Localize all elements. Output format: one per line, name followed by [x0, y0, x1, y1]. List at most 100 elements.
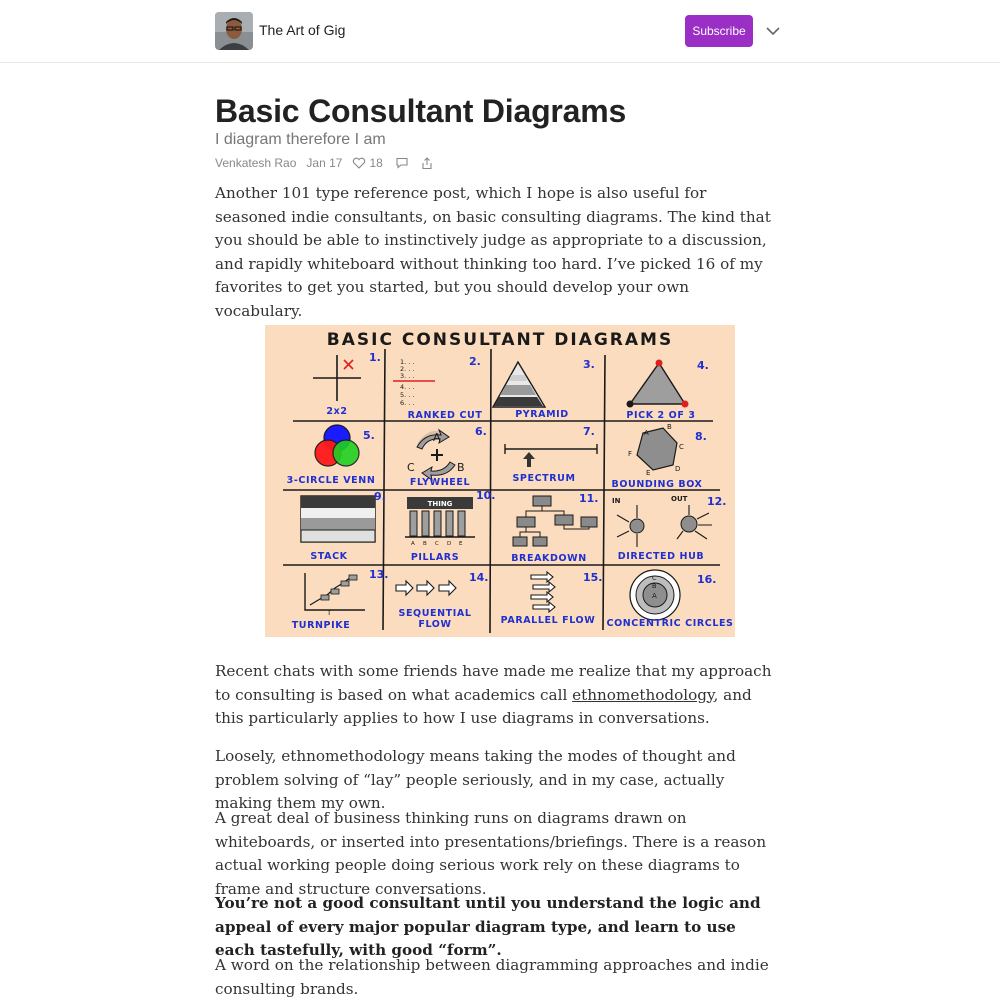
svg-text:RANKED CUT: RANKED CUT	[408, 410, 483, 421]
svg-text:BREAKDOWN: BREAKDOWN	[511, 553, 587, 564]
svg-text:2. . .: 2. . .	[400, 365, 414, 373]
diagram-spectrum	[504, 444, 598, 467]
diagram-breakdown	[512, 495, 598, 547]
chevron-down-icon[interactable]	[764, 24, 782, 38]
diagram-pillars: THING A B C D E	[405, 497, 475, 547]
svg-text:THING: THING	[428, 500, 453, 508]
diagram-flywheel: A B C	[407, 428, 465, 482]
svg-text:IN: IN	[612, 497, 621, 505]
author-avatar[interactable]	[215, 12, 253, 50]
svg-text:TURNPIKE: TURNPIKE	[292, 620, 351, 631]
svg-text:CONCENTRIC CIRCLES: CONCENTRIC CIRCLES	[607, 618, 734, 629]
svg-text:5. . .: 5. . .	[400, 391, 414, 399]
diagram-ranked-cut: 1. . . 2. . . 3. . . 4. . . 5. . . 6. . …	[393, 358, 435, 407]
svg-text:PYRAMID: PYRAMID	[515, 409, 569, 420]
svg-text:A: A	[433, 431, 441, 444]
svg-text:16.: 16.	[697, 573, 717, 586]
svg-text:PICK 2 OF 3: PICK 2 OF 3	[626, 410, 695, 421]
svg-text:D: D	[447, 541, 451, 547]
diagram-bounding-box: A B C D E F	[628, 423, 684, 477]
svg-text:3. . .: 3. . .	[400, 372, 414, 380]
diagram-labels: 2x2 RANKED CUT PYRAMID PICK 2 OF 3 3-CIR…	[287, 406, 734, 631]
svg-text:9.: 9.	[374, 490, 386, 503]
svg-text:3-CIRCLE VENN: 3-CIRCLE VENN	[287, 475, 376, 486]
comment-icon[interactable]	[395, 157, 409, 169]
diagram-pick-2-of-3	[626, 359, 689, 408]
diagram-concentric-circles: C B A	[629, 569, 681, 621]
post-title: Basic Consultant Diagrams	[215, 93, 627, 129]
svg-text:B: B	[423, 541, 427, 547]
svg-text:DIRECTED HUB: DIRECTED HUB	[618, 551, 704, 562]
svg-text:B: B	[667, 423, 672, 431]
svg-text:14.: 14.	[469, 571, 489, 584]
svg-text:13.: 13.	[369, 568, 389, 581]
diagram-sequential-flow	[395, 579, 457, 597]
diagram-numbers: 1. 2. 3. 4. 5. 6. 7. 8. 9. 10. 11. 12. 1…	[363, 351, 727, 586]
svg-text:E: E	[646, 469, 650, 477]
svg-text:3.: 3.	[583, 358, 595, 371]
svg-text:SPECTRUM: SPECTRUM	[512, 473, 575, 484]
paragraph-word-on-brands: A word on the relationship between diagr…	[215, 956, 769, 998]
svg-text:F: F	[628, 450, 632, 458]
svg-text:T: T	[326, 609, 332, 617]
author-name[interactable]: Venkatesh Rao	[215, 156, 297, 170]
consultant-diagrams-image: BASIC CONSULTANT DIAGRAMS 1. . . 2. . . …	[265, 325, 735, 637]
svg-text:11.: 11.	[579, 492, 599, 505]
svg-text:STACK: STACK	[310, 551, 347, 562]
svg-text:A: A	[644, 429, 649, 437]
svg-text:C: C	[435, 541, 439, 547]
svg-text:A: A	[411, 541, 415, 547]
post-meta: Venkatesh Rao Jan 17 18	[215, 155, 436, 171]
svg-text:4. . .: 4. . .	[400, 383, 414, 391]
svg-text:15.: 15.	[583, 571, 603, 584]
heart-icon[interactable]	[352, 157, 366, 169]
paragraph-loosely: Loosely, ethnomethodology means taking t…	[215, 747, 736, 812]
svg-text:2x2: 2x2	[326, 406, 347, 417]
svg-text:4.: 4.	[697, 359, 709, 372]
svg-text:PARALLEL FLOW: PARALLEL FLOW	[501, 615, 596, 626]
svg-text:B: B	[652, 582, 656, 590]
svg-text:6.: 6.	[475, 425, 487, 438]
svg-text:10.: 10.	[476, 489, 496, 502]
post-date: Jan 17	[306, 156, 343, 170]
svg-text:D: D	[675, 465, 680, 473]
diagram-directed-hub: IN OUT	[612, 495, 712, 547]
svg-text:BOUNDING BOX: BOUNDING BOX	[612, 479, 703, 490]
post-subtitle: I diagram therefore I am	[215, 131, 386, 148]
paragraph-business-thinking: A great deal of business thinking runs o…	[215, 809, 767, 898]
svg-text:C: C	[407, 461, 415, 474]
svg-text:12.: 12.	[707, 495, 727, 508]
svg-text:8.: 8.	[695, 430, 707, 443]
svg-text:2.: 2.	[469, 355, 481, 368]
paragraph-ethnomethodology: Recent chats with some friends have made…	[215, 662, 772, 727]
svg-text:B: B	[457, 461, 465, 474]
paragraph-good-consultant: You’re not a good consultant until you u…	[215, 894, 761, 959]
diagram-3-circle-venn	[314, 424, 360, 467]
diagram-stack	[300, 495, 376, 543]
diagram-parallel-flow	[530, 570, 556, 614]
svg-text:FLYWHEEL: FLYWHEEL	[410, 477, 470, 488]
svg-text:C: C	[679, 443, 684, 451]
publication-name[interactable]: The Art of Gig	[259, 22, 346, 38]
svg-text:1. . .: 1. . .	[400, 358, 414, 366]
svg-text:1.: 1.	[369, 351, 381, 364]
diagram-turnpike: T	[304, 573, 365, 617]
share-icon[interactable]	[421, 156, 433, 170]
svg-text:E: E	[459, 541, 463, 547]
svg-text:6. . .: 6. . .	[400, 399, 414, 407]
paragraph-intro: Another 101 type reference post, which I…	[215, 184, 771, 320]
diagram-2x2	[313, 355, 361, 401]
figure-grid	[283, 348, 720, 634]
svg-text:7.: 7.	[583, 425, 595, 438]
subscribe-button[interactable]: Subscribe	[685, 15, 753, 47]
ethnomethodology-link[interactable]: ethnomethodology	[572, 685, 714, 704]
top-bar: The Art of Gig Subscribe	[0, 0, 1000, 63]
svg-text:PILLARS: PILLARS	[411, 552, 459, 563]
svg-text:C: C	[652, 574, 657, 582]
diagram-pyramid	[491, 360, 547, 408]
svg-text:OUT: OUT	[671, 495, 688, 503]
like-count: 18	[369, 156, 383, 170]
svg-text:A: A	[652, 592, 657, 600]
